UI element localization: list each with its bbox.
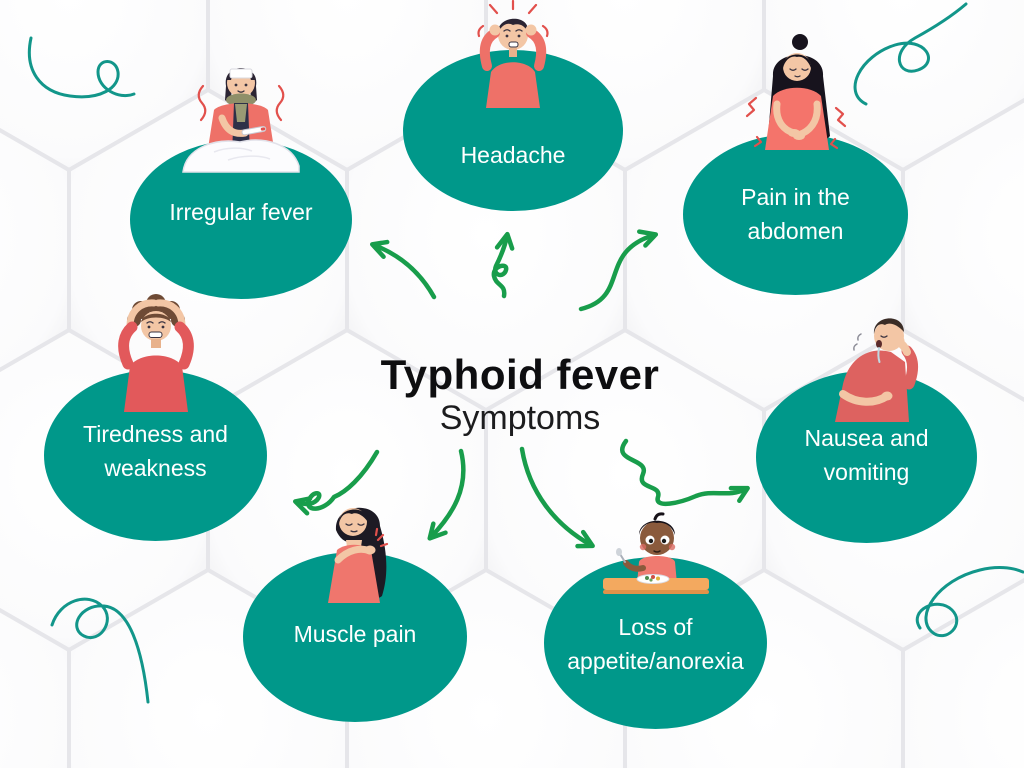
infographic-title: Typhoid fever xyxy=(380,351,660,398)
symptom-label-line1: Tiredness and xyxy=(83,421,228,447)
symptom-ellipse xyxy=(683,134,908,295)
man-clutching-head-icon xyxy=(117,294,194,412)
symptom-label-line1: Irregular fever xyxy=(169,199,313,225)
woman-shoulder-pain-icon xyxy=(328,507,389,603)
symptom-bubble-tiredness-and-weakness: Tiredness and weakness xyxy=(44,294,267,541)
symptom-label: Muscle pain xyxy=(243,617,467,651)
symptom-label-line2: abdomen xyxy=(747,218,844,244)
center-title: Typhoid fever Symptoms xyxy=(330,351,710,438)
symptom-label-line2: appetite/anorexia xyxy=(567,648,744,674)
symptom-label: Tiredness and weakness xyxy=(44,417,267,485)
symptom-label-line1: Headache xyxy=(460,142,566,168)
symptom-bubble-nausea-and-vomiting: Nausea and vomiting xyxy=(756,318,977,543)
symptom-bubble-headache: Headache xyxy=(403,0,623,211)
symptom-label: Nausea and vomiting xyxy=(756,421,977,489)
symptom-label-line1: Muscle pain xyxy=(293,621,417,647)
infographic-subtitle: Symptoms xyxy=(439,399,601,437)
symptom-bubble-irregular-fever: Irregular fever xyxy=(130,68,352,299)
person-holding-head-icon xyxy=(477,0,549,108)
symptom-label: Irregular fever xyxy=(130,195,352,229)
symptom-label-line2: weakness xyxy=(104,455,207,481)
symptom-label-line1: Loss of xyxy=(618,614,693,640)
symptom-bubble-muscle-pain: Muscle pain xyxy=(243,507,467,722)
child-refusing-food-icon xyxy=(602,512,709,594)
symptom-label-line1: Nausea and xyxy=(804,425,929,451)
symptom-bubble-loss-of-appetite: Loss of appetite/anorexia xyxy=(544,512,767,729)
symptom-label-line1: Pain in the xyxy=(741,184,850,210)
man-vomiting-icon xyxy=(834,318,918,422)
symptom-bubble-pain-in-the-abdomen: Pain in the abdomen xyxy=(683,34,908,295)
symptom-label-line2: vomiting xyxy=(823,459,910,485)
symptom-label: Headache xyxy=(403,138,623,172)
woman-holding-stomach-icon xyxy=(745,34,846,150)
symptom-label: Pain in the abdomen xyxy=(683,180,908,248)
person-in-bed-with-thermometer-icon xyxy=(182,68,300,173)
symptom-label: Loss of appetite/anorexia xyxy=(544,610,767,678)
